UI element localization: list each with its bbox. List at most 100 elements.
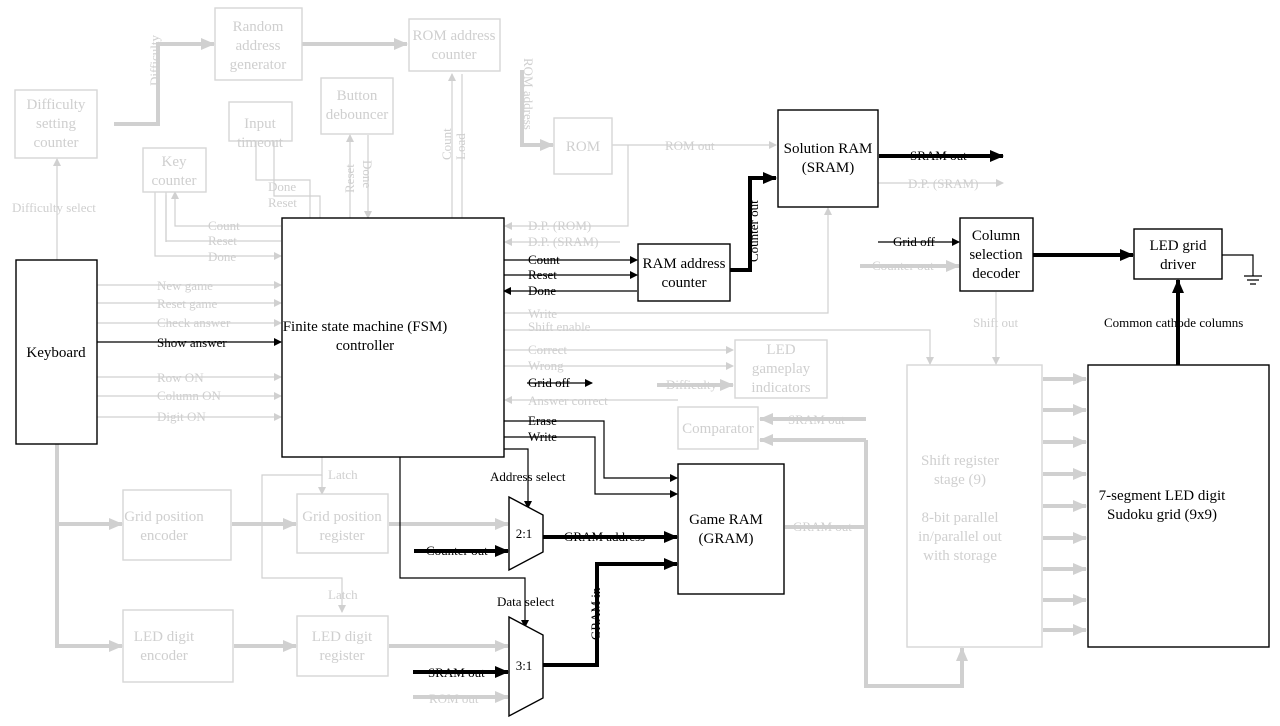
solution-ram-box [777, 109, 879, 208]
signal-data-select-label: Data select [497, 594, 555, 609]
rom-box [553, 117, 613, 175]
signal-gram-out-label: GRAM out [793, 519, 852, 534]
signal-wrong-label: Wrong [528, 358, 564, 373]
signal-sram-out-label: SRAM out [910, 148, 967, 163]
signal-count-rom-label: Count [439, 128, 454, 160]
signal-done-timeout-label: Done [268, 179, 296, 194]
difficulty-counter-box [14, 89, 98, 159]
input-timeout-box [228, 101, 293, 142]
signal-reset-game-label: Reset game [157, 296, 218, 311]
signal-latch-bottom-label: Latch [328, 587, 358, 602]
signal-dp-rom-label: D.P. (ROM) [528, 218, 591, 233]
signal-sram-out-mux-label: SRAM out [428, 665, 485, 680]
signal-rom-out-label: ROM out [665, 138, 715, 153]
mux-3to1-label: 3:1 [516, 658, 533, 673]
signal-check-answer-label: Check answer [157, 315, 231, 330]
signal-count-key-label: Count [208, 218, 240, 233]
inactive-blocks [14, 7, 1043, 683]
signal-sram-out-comp-label: SRAM out [788, 412, 845, 427]
column-decoder-box [959, 217, 1034, 292]
button-debouncer-box [320, 77, 394, 135]
signal-answer-correct-label: Answer correct [528, 393, 608, 408]
mux-2to1-label: 2:1 [516, 526, 533, 541]
key-counter-box [142, 147, 207, 193]
signal-shift-out-label: Shift out [973, 315, 1019, 330]
rom-address-counter-box [408, 18, 501, 72]
signal-write-sram-label: Write [528, 306, 557, 321]
active-wires [97, 150, 1262, 678]
grid-position-register-box [296, 493, 389, 554]
signal-latch-top-label: Latch [328, 467, 358, 482]
signal-done-label: Done [528, 283, 556, 298]
signal-erase-label: Erase [528, 413, 557, 428]
inactive-wires [53, 38, 1087, 703]
rom-label: ROM [566, 139, 600, 155]
signal-grid-off-label: Grid off [893, 234, 936, 249]
signal-load-label: Load [453, 133, 468, 160]
signal-done-debounce-label: Done [360, 160, 375, 188]
grid-position-encoder-box [122, 489, 232, 561]
comparator-label: Comparator [682, 421, 754, 437]
signal-counter-out-mux-label: Counter out [426, 543, 488, 558]
signal-dp-sram-top-label: D.P. (SRAM) [908, 176, 978, 191]
keyboard-label: Keyboard [26, 345, 86, 361]
signal-difficulty-select-label: Difficulty select [12, 200, 96, 215]
mux-3to1-shape [508, 615, 544, 718]
signal-rom-out-mux-label: ROM out [429, 691, 479, 706]
signal-done-key-label: Done [208, 249, 236, 264]
signal-write-label: Write [528, 429, 557, 444]
led-driver-box [1133, 228, 1223, 280]
ram-address-counter-box [637, 243, 731, 302]
shift-register-box [906, 364, 1043, 648]
signal-shift-enable-label: Shift enable [528, 319, 591, 334]
signal-common-cathode-label: Common cathode columns [1104, 315, 1243, 330]
random-address-generator-box [214, 7, 303, 81]
led-indicators-box [734, 339, 828, 399]
signal-grid-off-fsm-label: Grid off [528, 375, 571, 390]
signal-difficulty-label: Difficulty [147, 34, 162, 86]
active-blocks [15, 109, 1270, 718]
signal-new-game-label: New game [157, 278, 213, 293]
game-ram-box [677, 463, 785, 595]
signal-correct-label: Correct [528, 342, 567, 357]
signal-reset-debounce-label: Reset [342, 164, 357, 193]
signal-address-select-label: Address select [490, 469, 566, 484]
signal-counter-out-decoder-label: Counter out [872, 258, 934, 273]
signal-labels: Difficulty ROM address ROM out D.P. (SRA… [12, 34, 1243, 706]
led-digit-register-box [296, 615, 389, 677]
signal-rom-address-label: ROM address [521, 58, 536, 130]
game-ram-label: Game RAM(GRAM) [689, 512, 763, 547]
fsm-label: Finite state machine (FSM)controller [283, 319, 448, 354]
signal-reset-key-label: Reset [208, 233, 237, 248]
signal-digit-on-label: Digit ON [157, 409, 206, 424]
signal-reset-label: Reset [528, 267, 557, 282]
signal-show-answer-label: Show answer [157, 335, 227, 350]
signal-gram-address-label: GRAM address [564, 529, 645, 544]
keyboard-box [15, 259, 98, 445]
signal-reset-timeout-label: Reset [268, 195, 297, 210]
signal-row-on-label: Row ON [157, 370, 204, 385]
led-digit-encoder-box [122, 609, 234, 683]
signal-gram-in-label: GRAM in [588, 587, 603, 640]
signal-dp-sram-label: D.P. (SRAM) [528, 234, 598, 249]
signal-counter-out-label: Counter out [746, 200, 761, 262]
signal-count-label: Count [528, 252, 560, 267]
sudoku-grid-box [1087, 364, 1270, 648]
